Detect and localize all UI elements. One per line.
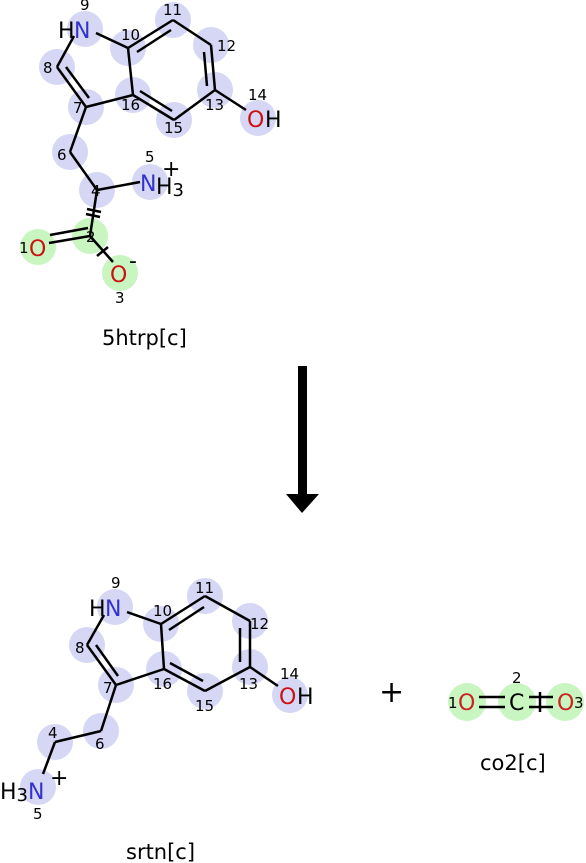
reactant-atom-o1: O: [29, 237, 46, 262]
reactant-index-3: 3: [115, 289, 125, 307]
reactant-5htrp: H N N H3 + O H O O - 1 2 3 4 5 6 7 8 9 1…: [19, 0, 282, 350]
reactant-index-6: 6: [57, 146, 67, 164]
reactant-index-7: 7: [73, 99, 83, 117]
reactant-atom-h3: H3: [156, 175, 184, 201]
reactant-index-13: 13: [205, 96, 224, 114]
srtn-index-5: 5: [33, 805, 43, 823]
reaction-arrow: [286, 366, 319, 513]
srtn-atom-h: H: [89, 597, 106, 622]
reactant-label: 5htrp[c]: [102, 326, 187, 350]
product-co2: O C O 1 2 3 co2[c]: [448, 669, 584, 775]
reactant-atom-h: H: [58, 19, 75, 44]
srtn-atom-n5: N: [28, 780, 44, 805]
srtn-index-16: 16: [153, 675, 172, 693]
reactant-index-15: 15: [164, 119, 183, 137]
srtn-index-8: 8: [75, 639, 85, 657]
co2-index-1: 1: [448, 694, 458, 712]
srtn-index-9: 9: [111, 574, 121, 592]
reactant-atom-o3: O: [110, 263, 127, 288]
reactant-index-10: 10: [121, 26, 140, 44]
srtn-index-6: 6: [95, 735, 105, 753]
reactant-index-16: 16: [121, 96, 140, 114]
srtn-label: srtn[c]: [126, 840, 195, 863]
reactant-atom-n5: N: [140, 172, 156, 197]
co2-atom-o3: O: [557, 691, 574, 716]
co2-bonds: [479, 692, 553, 712]
srtn-index-10: 10: [153, 602, 172, 620]
reactant-index-4: 4: [91, 182, 101, 200]
reactant-charge-minus: -: [129, 249, 137, 274]
srtn-index-12: 12: [250, 615, 269, 633]
srtn-atom-o14: O: [279, 685, 296, 710]
reactant-charge-plus: +: [162, 157, 180, 182]
srtn-index-4: 4: [48, 724, 58, 742]
reactant-atom-o14: O: [247, 108, 264, 133]
co2-index-3: 3: [574, 694, 584, 712]
srtn-atom-h3: H3: [0, 780, 28, 806]
reactant-atom-n9: N: [74, 19, 90, 44]
co2-label: co2[c]: [480, 751, 546, 775]
srtn-index-15: 15: [195, 697, 214, 715]
reactant-index-1: 1: [19, 239, 29, 257]
srtn-bonds: [41, 594, 279, 775]
reactant-index-9: 9: [80, 0, 90, 14]
co2-changed-highlights: [448, 683, 584, 721]
co2-atom-o1: O: [458, 691, 475, 716]
srtn-index-13: 13: [239, 675, 258, 693]
co2-atom-c2: C: [509, 691, 524, 716]
srtn-atom-h14: H: [297, 685, 314, 710]
product-srtn: H N O H H3 N + 4 5 6 7 8 9 10 11 12 13 1…: [0, 574, 314, 863]
reactant-atom-h14: H: [265, 108, 282, 133]
co2-index-2: 2: [512, 669, 522, 687]
srtn-index-11: 11: [195, 579, 214, 597]
reactant-index-8: 8: [43, 59, 53, 77]
reactant-index-11: 11: [163, 1, 182, 19]
reactant-index-5: 5: [145, 148, 155, 166]
srtn-index-7: 7: [103, 679, 113, 697]
reactant-bonds: [48, 18, 247, 263]
plus-sign: +: [379, 675, 404, 710]
reactant-index-12: 12: [217, 37, 236, 55]
reactant-index-14: 14: [248, 86, 267, 104]
srtn-atom-n9: N: [105, 597, 121, 622]
srtn-charge-plus: +: [50, 766, 68, 791]
reactant-index-2: 2: [86, 228, 96, 246]
srtn-index-14: 14: [280, 665, 299, 683]
